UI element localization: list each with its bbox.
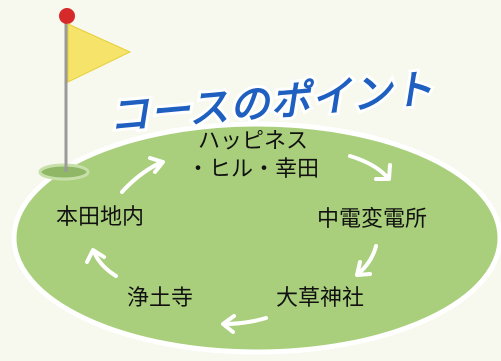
clockwise-arrow-icon: [92, 250, 118, 278]
clockwise-arrow-icon: [348, 154, 390, 180]
point-chuden-substation: 中電変電所: [317, 207, 428, 232]
clockwise-arrow-icon: [148, 156, 165, 174]
golf-flag-icon: [67, 23, 132, 83]
point-okusa-shrine: 大草神社: [276, 286, 365, 311]
pole-ball: [59, 8, 75, 24]
point-top-line2: ・ヒル・幸田: [186, 156, 319, 182]
point-top-line1: ハッピネス: [197, 129, 308, 154]
clockwise-arrow-icon: [355, 260, 372, 277]
clockwise-arrow-icon: [221, 314, 236, 334]
point-jodoji: 浄土寺: [127, 286, 194, 311]
clockwise-arrow-icon: [374, 163, 392, 181]
clockwise-arrow-icon: [222, 316, 268, 326]
clockwise-arrow-icon: [356, 244, 378, 276]
cup-shadow: [38, 163, 90, 181]
clockwise-arrow-icon: [85, 248, 106, 264]
point-honda: 本田地内: [56, 205, 145, 230]
clockwise-arrow-icon: [120, 160, 164, 194]
point-happiness-hill: ハッピネス ・ヒル・幸田: [178, 128, 328, 183]
